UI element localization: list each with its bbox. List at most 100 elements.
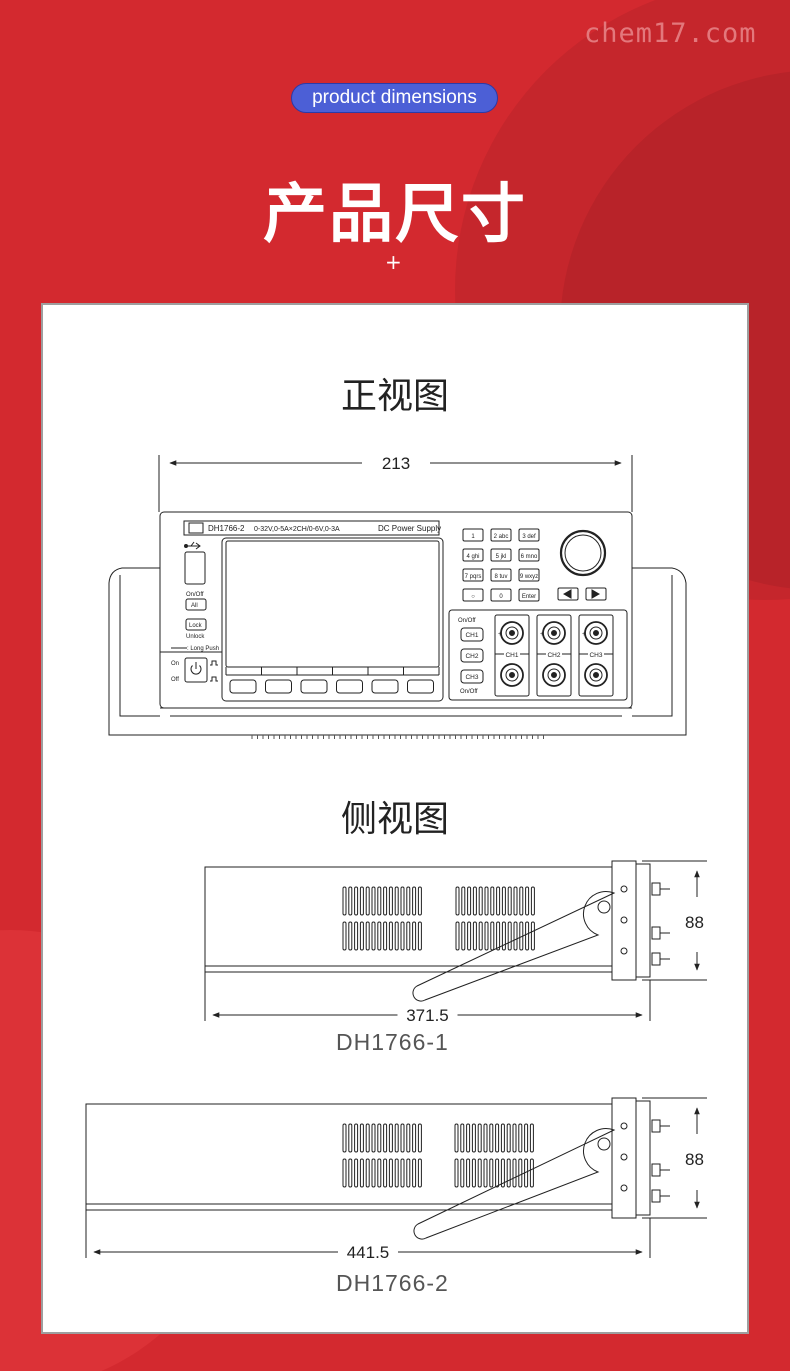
key-label: 7 pqrs (465, 574, 482, 580)
key-label: 9 wxyz (520, 574, 538, 580)
vent-slot (383, 1123, 388, 1153)
lock-button[interactable] (185, 618, 207, 631)
vent-slot (483, 1158, 488, 1188)
channel-button-2[interactable] (460, 648, 484, 663)
front-bezel (635, 1100, 651, 1216)
key-7[interactable] (462, 568, 484, 582)
pulse-low-icon (210, 676, 218, 682)
vent-slot (529, 1158, 534, 1188)
vent-slot (377, 921, 382, 951)
vent-slot (359, 886, 364, 916)
vent-slot (512, 1123, 517, 1153)
vent-slot (354, 886, 359, 916)
key-12[interactable] (518, 588, 540, 602)
vent-slot (525, 886, 530, 916)
handle-pivot (597, 900, 611, 914)
plus-sign: + (498, 631, 502, 638)
unlock-label: Unlock (186, 634, 205, 640)
key-1[interactable] (462, 528, 484, 542)
key-4[interactable] (462, 548, 484, 562)
negative-terminal[interactable] (500, 663, 524, 687)
watermark: chem17.com (584, 18, 757, 49)
plus-sign: + (582, 631, 586, 638)
negative-terminal[interactable] (584, 663, 608, 687)
bottom-vents (251, 735, 544, 739)
vent-slot (394, 1158, 399, 1188)
vent-slot (467, 921, 472, 951)
key-2[interactable] (490, 528, 512, 542)
vent-slot (412, 921, 417, 951)
vent-slot (461, 886, 466, 916)
key-5[interactable] (490, 548, 512, 562)
vent-slot (466, 1123, 471, 1153)
vent-slot (454, 1123, 459, 1153)
vent-slot (342, 886, 347, 916)
negative-terminal[interactable] (542, 663, 566, 687)
positive-terminal[interactable] (500, 621, 524, 645)
softkey-5[interactable] (371, 679, 399, 694)
terminal-core (593, 672, 599, 678)
model-label-1: DH1766-1 (336, 1029, 449, 1055)
softkey-3[interactable] (300, 679, 328, 694)
softkey-2[interactable] (265, 679, 292, 694)
terminal-core (509, 672, 515, 678)
key-8[interactable] (490, 568, 512, 582)
vent-slot (377, 886, 382, 916)
vent-slot (371, 1123, 376, 1153)
all-button[interactable] (185, 598, 207, 611)
front-bezel (635, 863, 651, 978)
softkey-1[interactable] (229, 679, 257, 694)
vent-slot (348, 1123, 353, 1153)
softkey-4[interactable] (336, 679, 363, 694)
vent-slot (496, 921, 501, 951)
rotary-knob[interactable] (559, 529, 607, 577)
positive-terminal[interactable] (542, 621, 566, 645)
vent-slot (471, 1123, 476, 1153)
softkeys (225, 667, 440, 694)
front-bracket (611, 1097, 637, 1219)
vent-slot (507, 886, 512, 916)
softkey-6[interactable] (407, 679, 434, 694)
vent-slot (461, 921, 466, 951)
vent-slot (501, 886, 506, 916)
vent-slot (377, 1158, 382, 1188)
channel-button-1[interactable] (460, 627, 484, 642)
channel-on-off-top: On/Off (458, 618, 476, 624)
terminal-inner (547, 668, 561, 682)
vent-slot (394, 886, 399, 916)
key-6[interactable] (518, 548, 540, 562)
right-arrow-button[interactable] (585, 587, 607, 601)
vent-slot (417, 1158, 422, 1188)
vent-slot (348, 886, 353, 916)
display-bezel (221, 537, 444, 702)
left-arrow-button[interactable] (557, 587, 579, 601)
positive-terminal[interactable] (584, 621, 608, 645)
vent-slot (348, 1158, 353, 1188)
key-10[interactable] (462, 588, 484, 602)
power-button[interactable] (184, 657, 208, 683)
key-9[interactable] (518, 568, 540, 582)
side-handles (108, 567, 687, 736)
vent-slot (495, 1158, 500, 1188)
vent-slot (489, 1158, 494, 1188)
vent-slot (483, 1123, 488, 1153)
usb-port[interactable] (184, 551, 206, 585)
channel-terminal-box-3 (578, 614, 614, 697)
vent-slot (377, 1123, 382, 1153)
vent-slot (460, 1123, 465, 1153)
vent-slot (388, 886, 393, 916)
vent-slot (477, 1158, 482, 1188)
vent-slot (383, 921, 388, 951)
channel-button-3[interactable] (460, 669, 484, 684)
vent-slot (383, 886, 388, 916)
key-3[interactable] (518, 528, 540, 542)
vent-slot (466, 1158, 471, 1188)
key-label: 2 abc (494, 534, 509, 540)
off-label: Off (171, 677, 179, 683)
carry-handle (413, 1128, 616, 1240)
key-11[interactable] (490, 588, 512, 602)
vent-slot (496, 886, 501, 916)
